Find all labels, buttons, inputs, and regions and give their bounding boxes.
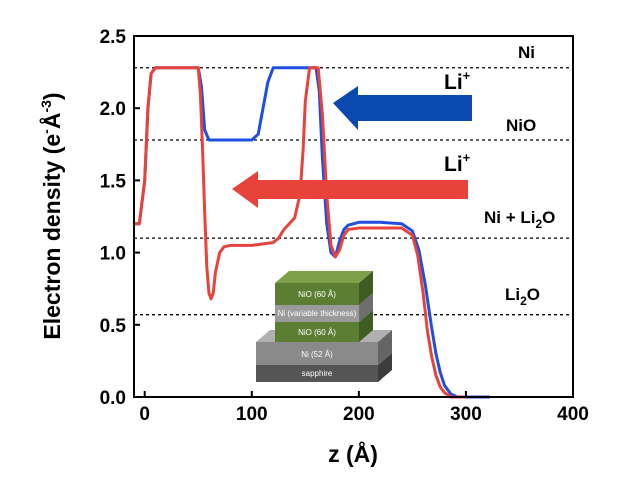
red-arrow-label: Li+ — [444, 150, 471, 176]
layer-sapphire-right — [378, 353, 392, 382]
ref-label-ni: Ni — [518, 43, 535, 62]
x-axis-label: z (Å) — [328, 440, 378, 467]
layer-ni-variable-label: Ni (variable thickness) — [278, 309, 357, 318]
li-arrow-red: Li+ — [232, 150, 471, 208]
li-arrow-blue: Li+ — [333, 68, 472, 130]
layer-sapphire — [256, 365, 378, 382]
layer-nio-upper-top — [275, 271, 373, 283]
ref-label-li2o: Li2O — [505, 285, 540, 308]
layer-ni-var-right — [359, 293, 373, 322]
layer-nio-lower-label: NiO (60 Å) — [298, 328, 336, 337]
y-tick-label-0: 0.0 — [100, 388, 126, 409]
layer-nio-lower-right — [359, 310, 373, 342]
layer-nio-upper-label: NiO (60 Å) — [298, 290, 336, 299]
y-tick-label-5: 2.5 — [100, 27, 127, 48]
ref-label-ni-li2o: Ni + Li2O — [484, 208, 555, 231]
red-arrow-shape — [232, 171, 468, 208]
axis-ticks: 0 100 200 300 400 0.0 0.5 1.0 1.5 2.0 2.5 — [100, 27, 589, 425]
ref-label-nio: NiO — [506, 116, 536, 135]
layer-nio-upper-right — [359, 271, 373, 305]
y-tick-label-1: 0.5 — [100, 316, 127, 337]
layer-sapphire-label: sapphire — [302, 369, 333, 378]
y-tick-label-4: 2.0 — [100, 99, 126, 120]
blue-arrow-shape — [333, 86, 472, 130]
y-axis-label: Electron density (e-Å-3) — [38, 92, 65, 339]
x-tick-label-0: 0 — [139, 404, 150, 425]
blue-arrow-label: Li+ — [444, 68, 471, 94]
layer-ni52 — [256, 342, 378, 365]
layer-stack-inset: sapphire Ni (52 Å) NiO (60 Å) Ni (variab… — [256, 271, 392, 382]
x-tick-label-4: 400 — [557, 404, 589, 425]
plot-frame — [133, 35, 574, 398]
layer-nio-upper — [275, 283, 359, 305]
y-tick-label-2: 1.0 — [100, 244, 126, 265]
layer-ni52-right — [378, 330, 392, 365]
layer-nio-lower — [275, 322, 359, 342]
y-tick-label-3: 1.5 — [100, 171, 127, 192]
layer-ni-variable — [275, 305, 359, 322]
x-tick-label-3: 300 — [450, 404, 482, 425]
x-tick-label-1: 100 — [236, 404, 268, 425]
x-tick-label-2: 200 — [343, 404, 375, 425]
layer-ni52-label: Ni (52 Å) — [301, 350, 333, 359]
